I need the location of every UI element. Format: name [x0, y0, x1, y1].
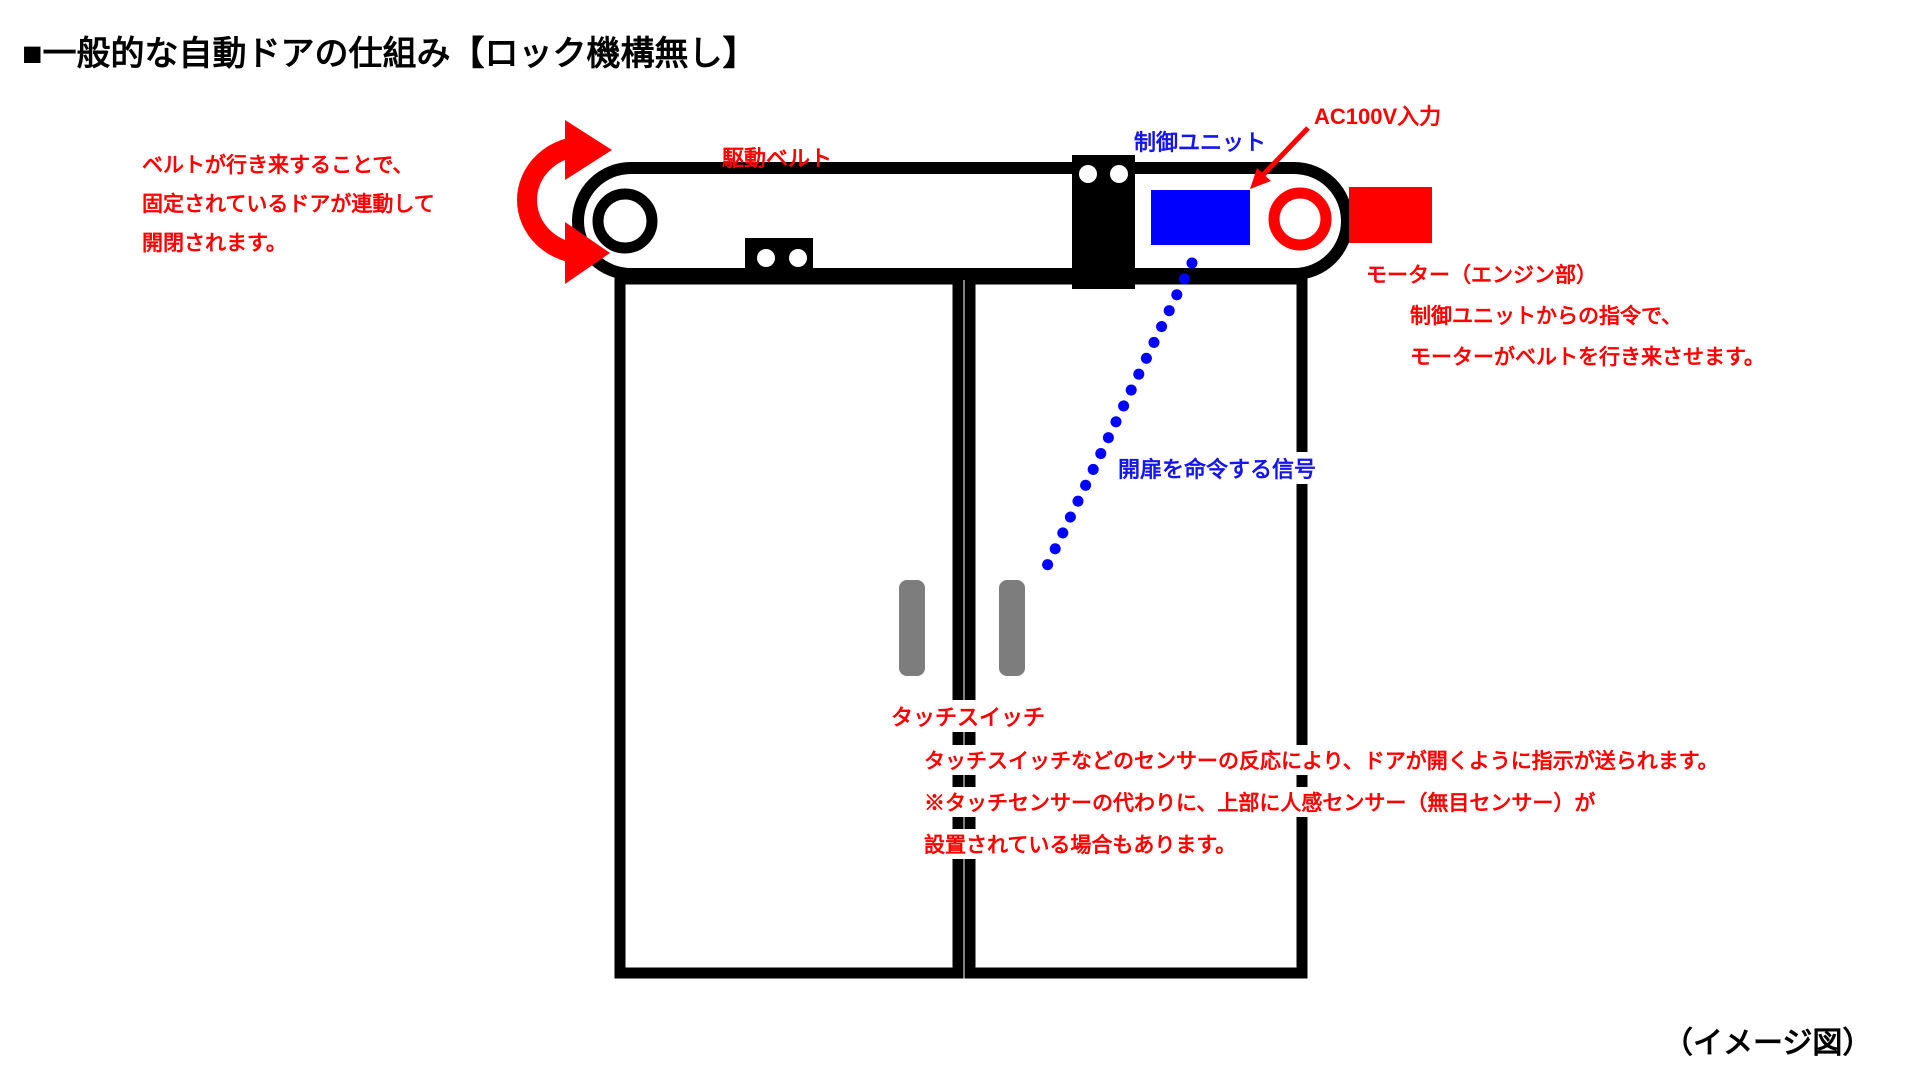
touch-switch-left [899, 580, 925, 676]
control-unit-label: 制御ユニット [1134, 130, 1267, 155]
drive-belt-label: 駆動ベルト [722, 146, 833, 171]
drive-belt [572, 162, 1353, 280]
motor-block [1349, 187, 1432, 243]
rotation-arrow [517, 120, 612, 284]
motor-note-line: モーターがベルトを行き来させます。 [1410, 346, 1765, 369]
bracket-bolt [1079, 165, 1097, 183]
clamp-bolt [789, 249, 807, 267]
sensor-note-line: タッチスイッチなどのセンサーの反応により、ドアが開くように指示が送られます。 [921, 745, 1722, 775]
clamp-bolt [757, 249, 775, 267]
sensor-note-line: ※タッチセンサーの代わりに、上部に人感センサー（無目センサー）が [921, 787, 1599, 817]
sensor-note-line: 設置されている場合もあります。 [921, 829, 1240, 859]
belt-note-line: ベルトが行き来することで、 [142, 154, 414, 177]
belt-note: ベルトが行き来することで、 固定されているドアが連動して 開閉されます。 [142, 146, 435, 263]
page-title: ■一般的な自動ドアの仕組み【ロック機構無し】 [22, 35, 757, 73]
ac-input-arrow [1250, 126, 1310, 189]
motor-pulley [1268, 187, 1332, 251]
signal-label: 開扉を命令する信号 [1115, 452, 1320, 484]
ac-input-label: AC100V入力 [1314, 104, 1442, 129]
signal-dotted-line [1040, 257, 1198, 574]
bracket-bolt [1110, 165, 1128, 183]
motor-label: モーター（エンジン部） [1366, 264, 1597, 287]
belt-note-line: 固定されているドアが連動して [142, 193, 435, 216]
image-caption: （イメージ図） [1663, 1027, 1873, 1060]
touch-switch-label: タッチスイッチ [888, 700, 1049, 732]
motor-note-line: 制御ユニットからの指令で、 [1410, 305, 1683, 328]
belt-note-line: 開閉されます。 [142, 232, 287, 255]
left-pulley [592, 188, 658, 254]
control-unit-block [1151, 190, 1250, 245]
touch-switch-right [999, 580, 1025, 676]
